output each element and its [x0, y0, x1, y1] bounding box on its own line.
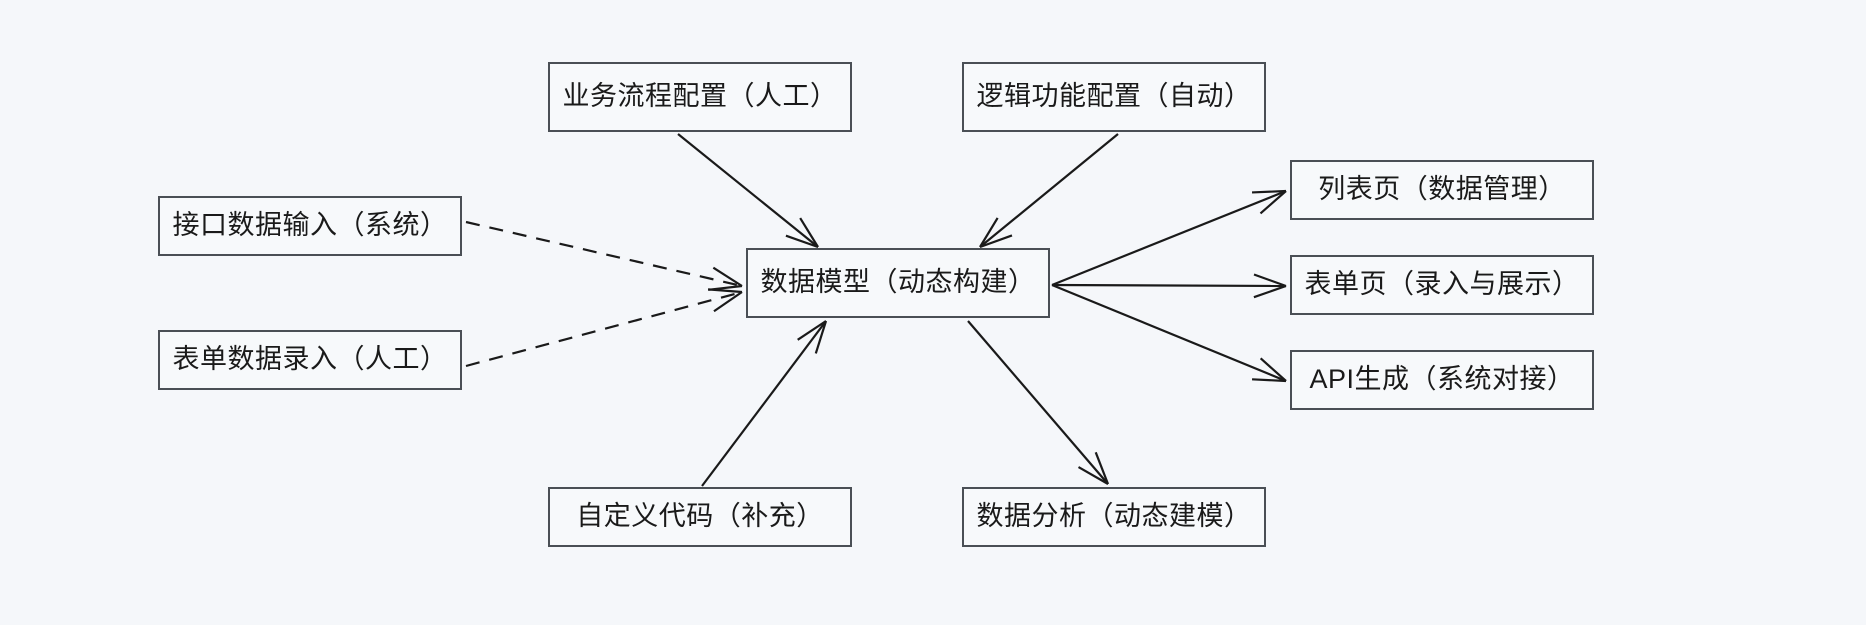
node-label-logic-function-config: 逻辑功能配置（自动）	[976, 81, 1252, 112]
edge-business-process-to-data-model-arrowhead-2	[799, 217, 819, 248]
edge-custom-code-to-data-model-arrowhead-2	[797, 320, 827, 341]
edge-form-entry-to-data-model	[465, 290, 743, 368]
edge-business-process-to-data-model-arrowhead-1	[785, 234, 819, 249]
node-data-model[interactable]: 数据模型（动态构建）	[746, 248, 1050, 318]
node-data-analysis[interactable]: 数据分析（动态建模）	[962, 487, 1266, 547]
edge-data-model-to-list-page-arrowhead-1	[1259, 190, 1287, 215]
edge-data-model-to-form-page	[1051, 283, 1287, 288]
node-label-data-analysis: 数据分析（动态建模）	[976, 501, 1252, 532]
node-label-form-data-entry: 表单数据录入（人工）	[172, 344, 448, 375]
node-form-data-entry[interactable]: 表单数据录入（人工）	[158, 330, 462, 390]
edge-logic-function-to-data-model-arrowhead-1	[979, 217, 999, 248]
edge-business-process-to-data-model	[677, 133, 819, 248]
edge-data-model-to-data-analysis	[967, 320, 1109, 485]
edge-data-model-to-form-page-arrowhead-1	[1253, 284, 1287, 299]
edge-data-model-to-list-page-arrowhead-2	[1251, 189, 1287, 194]
node-label-list-page: 列表页（数据管理）	[1318, 174, 1566, 205]
node-label-interface-data-input: 接口数据输入（系统）	[172, 210, 448, 241]
node-label-custom-code: 自定义代码（补充）	[576, 501, 824, 532]
node-list-page[interactable]: 列表页（数据管理）	[1290, 160, 1594, 220]
node-interface-data-input[interactable]: 接口数据输入（系统）	[158, 196, 462, 256]
edge-custom-code-to-data-model-arrowhead-1	[814, 320, 828, 354]
edge-custom-code-to-data-model	[701, 320, 827, 487]
edge-data-model-to-form-page-arrowhead-2	[1253, 273, 1287, 288]
edge-data-model-to-api-generation-arrowhead-1	[1251, 378, 1287, 383]
node-form-page[interactable]: 表单页（录入与展示）	[1290, 255, 1594, 315]
edge-form-entry-to-data-model-arrowhead-1	[713, 291, 743, 313]
node-api-generation[interactable]: API生成（系统对接）	[1290, 350, 1594, 410]
node-logic-function-config[interactable]: 逻辑功能配置（自动）	[962, 62, 1266, 132]
node-label-api-generation: API生成（系统对接）	[1309, 364, 1575, 395]
node-custom-code[interactable]: 自定义代码（补充）	[548, 487, 852, 547]
edge-data-model-to-api-generation-arrowhead-2	[1259, 357, 1287, 382]
edge-data-model-to-data-analysis-arrowhead-2	[1094, 451, 1110, 485]
node-label-data-model: 数据模型（动态构建）	[760, 267, 1036, 298]
node-business-process-config[interactable]: 业务流程配置（人工）	[548, 62, 852, 132]
edge-form-entry-to-data-model-arrowhead-2	[708, 288, 743, 294]
edge-interface-input-to-data-model-arrowhead-2	[712, 266, 743, 287]
node-label-form-page: 表单页（录入与展示）	[1304, 269, 1580, 300]
edge-logic-function-to-data-model-arrowhead-2	[979, 234, 1013, 249]
edge-data-model-to-api-generation	[1051, 283, 1287, 383]
node-label-business-process-config: 业务流程配置（人工）	[562, 81, 838, 112]
edge-data-model-to-data-analysis-arrowhead-1	[1077, 466, 1109, 485]
edge-logic-function-to-data-model	[979, 133, 1119, 248]
edge-data-model-to-list-page	[1051, 189, 1287, 287]
edge-interface-input-to-data-model-arrowhead-1	[708, 284, 743, 291]
edge-interface-input-to-data-model	[465, 220, 743, 288]
